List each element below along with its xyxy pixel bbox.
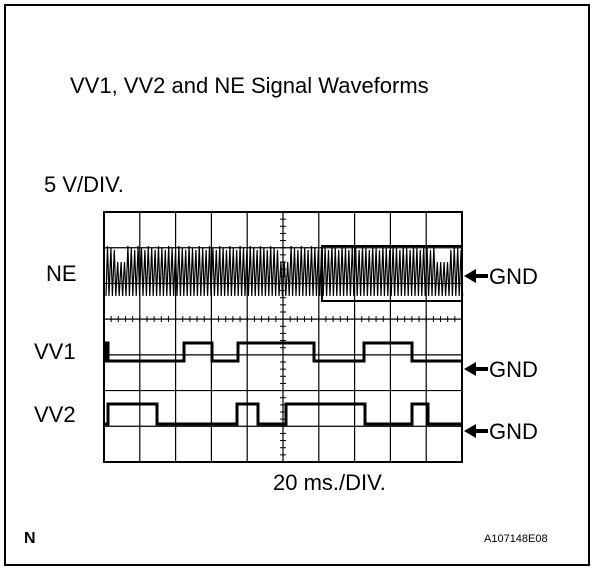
vv2-waveform	[104, 402, 462, 426]
channel-label-vv1: VV1	[34, 339, 76, 364]
channel-label-ne: NE	[46, 261, 77, 286]
vv1-waveform	[104, 341, 462, 363]
figure-title: VV1, VV2 and NE Signal Waveforms	[70, 73, 429, 98]
channel-label-vv2: VV2	[34, 402, 76, 427]
ne-waveform-dense-region	[321, 245, 463, 302]
ground-label-ne: GND	[489, 264, 538, 289]
figure-code: A107148E08	[484, 533, 548, 545]
ground-arrows	[464, 269, 488, 438]
ground-label-vv1: GND	[489, 357, 538, 382]
ne-waveform	[105, 245, 464, 297]
ground-arrow-head	[464, 362, 476, 376]
center-axis-ticks	[103, 211, 456, 456]
figure-frame	[4, 4, 590, 566]
time-scale-label: 20 ms./DIV.	[273, 470, 386, 495]
corner-label: N	[24, 530, 36, 547]
voltage-scale-label: 5 V/DIV.	[44, 172, 124, 197]
ground-arrow-head	[464, 424, 476, 438]
ground-label-vv2: GND	[489, 419, 538, 444]
ground-arrow-head	[464, 269, 476, 283]
